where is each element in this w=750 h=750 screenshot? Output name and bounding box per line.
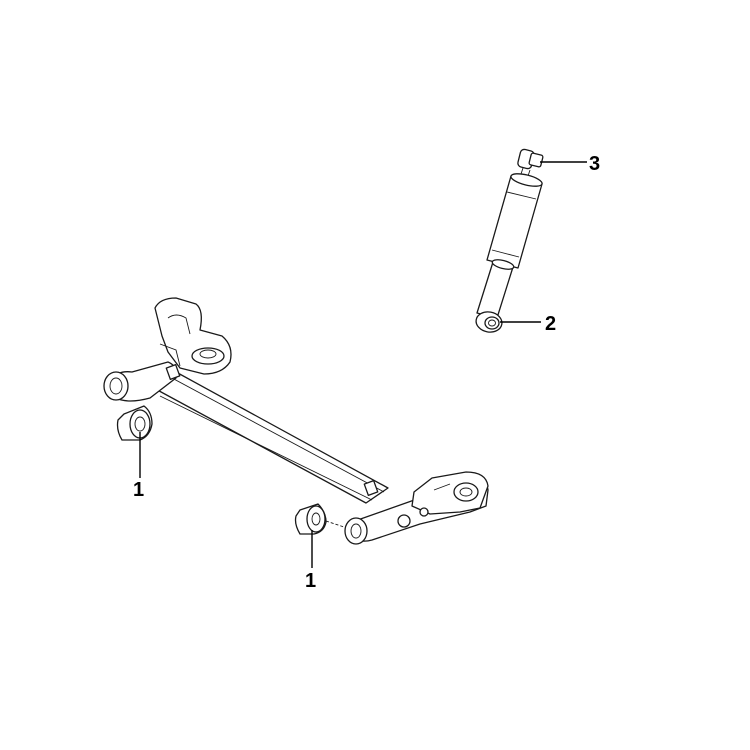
bushing-right (294, 503, 345, 535)
rear-beam-axle (103, 297, 489, 545)
callout-label-1-right: 1 (305, 570, 316, 592)
shock-lower-bushing (475, 311, 503, 333)
callout-label-2: 2 (545, 313, 556, 335)
bushing-left (116, 405, 153, 441)
callout-label-1-left: 1 (133, 479, 144, 501)
shock-absorber (475, 148, 544, 333)
callout-label-3: 3 (589, 153, 600, 175)
